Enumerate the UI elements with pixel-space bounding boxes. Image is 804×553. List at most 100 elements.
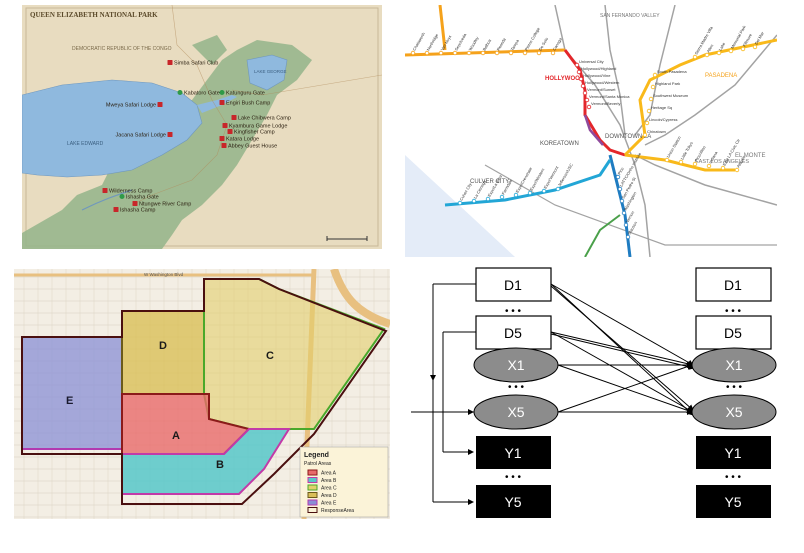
- left-x5-node: [473, 394, 559, 430]
- station-label: Hollywood/Vine: [583, 73, 611, 78]
- station-dot-icon: [550, 50, 556, 56]
- legend-item-label: Area E: [321, 501, 337, 507]
- station-dot-icon: [578, 76, 584, 82]
- station-dot-icon: [734, 167, 740, 173]
- left-y1-label: Y1: [504, 445, 521, 461]
- network-edges: [550, 283, 695, 416]
- legend-swatch: [307, 492, 318, 498]
- lodge-marker-icon: [132, 201, 138, 206]
- station-label: Balboa: [482, 38, 493, 52]
- place-label: Wilderness Camp: [109, 189, 152, 195]
- station-dot-icon: [615, 174, 621, 180]
- station-dot-icon: [584, 97, 590, 103]
- station-dot-icon: [480, 50, 486, 56]
- left-d5-node: [475, 315, 552, 350]
- right-d1-node: [695, 267, 772, 302]
- metro-region-pasadena: PASADENA: [705, 73, 737, 79]
- area-e-polygon: [21, 336, 123, 450]
- station-dot-icon: [536, 50, 542, 56]
- area-e-label: E: [66, 395, 73, 407]
- station-label: Vernon: [625, 210, 636, 223]
- gate-marker-icon: [177, 90, 183, 95]
- park-map-title: QUEEN ELIZABETH NATIONAL PARK: [30, 11, 158, 19]
- legend-item-label: Area C: [321, 486, 337, 492]
- metro-region-eastla: EAST LOS ANGELES: [695, 159, 749, 165]
- place-label: Kyambura Game Lodge: [229, 124, 287, 130]
- park-map-svg: QUEEN ELIZABETH NATIONAL PARK DEMOCRATIC…: [22, 5, 382, 249]
- station-dot-icon: [704, 52, 710, 58]
- station-dot-icon: [706, 163, 712, 169]
- legend-item-label: ResponseArea: [321, 508, 354, 514]
- legend-item-label: Area D: [321, 493, 337, 499]
- station-dot-icon: [664, 157, 670, 163]
- station-label: Tampa: [510, 38, 521, 52]
- station-dot-icon: [494, 50, 500, 56]
- network-svg: D1 • • • D5 X1 • • • X5 Y1 • • • Y5 D1 •…: [411, 267, 777, 518]
- station-dot-icon: [522, 50, 528, 56]
- metro-valley-label: SAN FERNANDO VALLEY: [600, 13, 660, 19]
- place-label: Katara Lodge: [226, 137, 259, 143]
- station-dot-icon: [485, 196, 491, 202]
- station-dot-icon: [621, 210, 627, 216]
- station-label: Lake: [718, 41, 727, 52]
- metro-region-koreatown: KOREATOWN: [540, 141, 579, 147]
- station-dot-icon: [508, 50, 514, 56]
- station-label: Atlantic: [736, 155, 747, 169]
- left-x-ellipsis: • • •: [508, 382, 525, 393]
- station-label: Pico: [617, 166, 626, 176]
- station-label: Hollywood/Western: [585, 80, 619, 85]
- place-label: Kingfisher Camp: [234, 130, 275, 136]
- station-dot-icon: [541, 188, 547, 194]
- left-y1-node: [476, 436, 551, 469]
- legend-item-label: Area B: [321, 478, 337, 484]
- station-dot-icon: [619, 198, 625, 204]
- station-dot-icon: [728, 48, 734, 54]
- station-label: Vermont/Sunset: [587, 87, 616, 92]
- legend-swatch: [307, 507, 318, 513]
- place-label: Mweya Safari Lodge: [106, 103, 156, 109]
- station-dot-icon: [438, 50, 444, 56]
- network-diagram: D1 • • • D5 X1 • • • X5 Y1 • • • Y5 D1 •…: [398, 262, 790, 518]
- place-label: Kabatoro Gate: [184, 91, 220, 97]
- station-dot-icon: [652, 72, 658, 78]
- area-b-polygon: [121, 428, 291, 495]
- metro-region-hollywood: HOLLYWOOD: [545, 76, 585, 82]
- place-label: Abbey Guest House: [228, 144, 277, 150]
- place-label: Jacana Safari Lodge: [116, 133, 166, 139]
- place-label: Ishasha Gate: [126, 195, 159, 201]
- station-label: Vermont/Santa Monica: [589, 94, 630, 99]
- place-label: Simba Safari Club: [174, 61, 218, 67]
- station-dot-icon: [555, 186, 561, 192]
- right-x1-label: X1: [725, 357, 742, 373]
- legend-swatch: [307, 477, 318, 483]
- right-x5-node: [691, 394, 777, 430]
- station-label: De Soto: [538, 36, 550, 52]
- metro-map-svg: SAN FERNANDO VALLEY HOLLYWOOD KOREATOWN …: [405, 5, 777, 257]
- patrol-areas-map: E D C A B W Washington Blvd Legend Patro…: [14, 269, 390, 519]
- area-d-polygon: [121, 310, 205, 395]
- place-label: Katunguru Gate: [226, 91, 265, 97]
- station-dot-icon: [586, 104, 592, 110]
- station-dot-icon: [692, 161, 698, 167]
- station-dot-icon: [424, 50, 430, 56]
- gate-marker-icon: [119, 194, 125, 199]
- metro-region-downtown: DOWNTOWN LA: [605, 134, 651, 140]
- place-label: Ishasha Camp: [120, 208, 155, 214]
- legend-swatch: [307, 469, 318, 476]
- station-dot-icon: [513, 192, 519, 198]
- left-y5-node: [476, 485, 551, 518]
- station-dot-icon: [574, 62, 580, 68]
- station-dot-icon: [499, 194, 505, 200]
- area-d-label: D: [159, 340, 167, 352]
- lake-george-label: LAKE GEORGE: [254, 69, 287, 74]
- legend-title: Legend: [304, 452, 329, 459]
- station-dot-icon: [617, 186, 623, 192]
- right-x-ellipsis: • • •: [726, 382, 743, 393]
- left-x1-node: [473, 347, 559, 383]
- station-label: Vermont/Beverly: [591, 101, 620, 106]
- station-dot-icon: [580, 83, 586, 89]
- station-label: Chinatown: [647, 129, 666, 134]
- station-dot-icon: [692, 54, 698, 60]
